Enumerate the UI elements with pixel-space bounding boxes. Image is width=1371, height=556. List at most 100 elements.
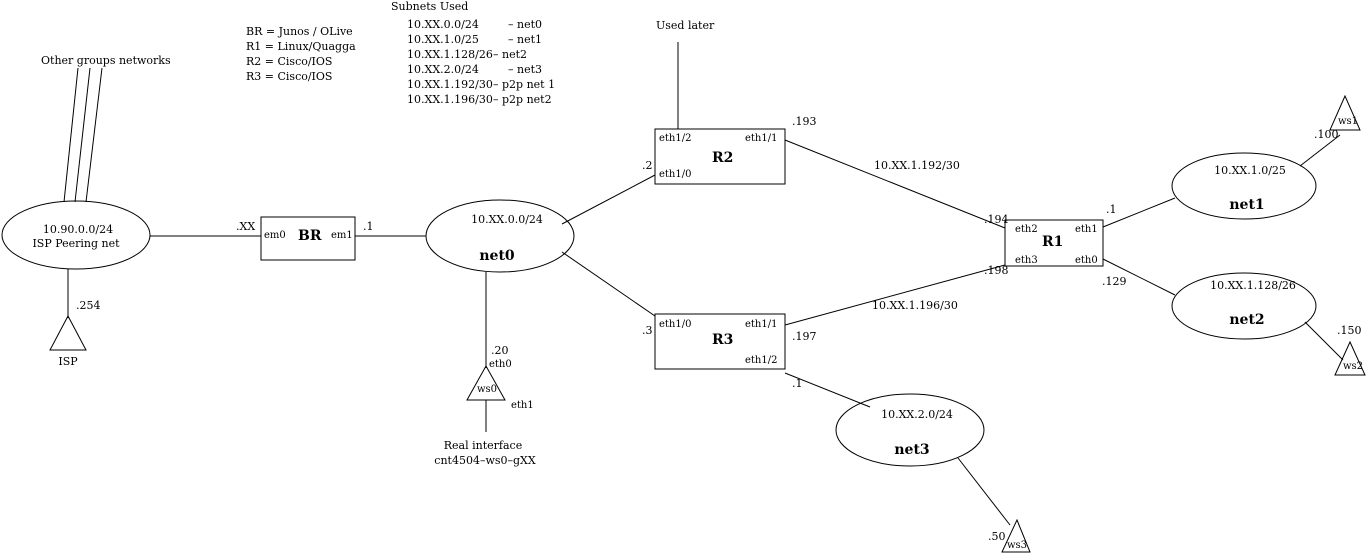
legend-router-line: R3 = Cisco/IOS — [246, 70, 333, 83]
net1-name: net1 — [1229, 197, 1265, 213]
r1-name: R1 — [1042, 234, 1064, 250]
p2p-net1-link — [784, 139, 1006, 229]
subnet-address: 10.XX.1.192/30 — [407, 78, 493, 91]
br-if-left: em0 — [264, 230, 286, 241]
r3-addr-down: .1 — [792, 377, 803, 390]
r2-if-tl: eth1/2 — [659, 133, 692, 144]
r1-addr-tl: .194 — [984, 213, 1009, 226]
net2-subnet: 10.XX.1.128/26 — [1210, 279, 1296, 292]
subnet-label: – p2p net 1 — [493, 78, 556, 91]
net3-subnet: 10.XX.2.0/24 — [881, 408, 953, 421]
r3-if-tl: eth1/0 — [659, 319, 692, 330]
real-interface-name: cnt4504–ws0–gXX — [434, 454, 536, 467]
ws1-name: ws1 — [1337, 116, 1359, 127]
subnet-label: – net1 — [508, 33, 543, 46]
net3-shape — [835, 393, 985, 467]
ws0-if0: eth0 — [489, 359, 512, 370]
r3-if-tr: eth1/1 — [745, 319, 778, 330]
subnet-address: 10.XX.2.0/24 — [407, 63, 479, 76]
uplink-line — [85, 67, 103, 203]
subnet-label: – p2p net2 — [493, 93, 552, 106]
p2p-net2-link — [784, 264, 1006, 326]
subnet-address: 10.XX.0.0/24 — [407, 18, 479, 31]
r1-addr-tr: .1 — [1106, 203, 1117, 216]
ws1-address: .100 — [1314, 128, 1339, 141]
r1-net2-link — [1102, 258, 1176, 296]
isp-label: ISP — [58, 355, 78, 368]
other-groups-label: Other groups networks — [41, 54, 171, 67]
ws3-address: .50 — [988, 530, 1006, 543]
r1-net1-link — [1102, 197, 1176, 228]
r2-if-bl: eth1/0 — [659, 169, 692, 180]
net2-name: net2 — [1229, 312, 1265, 328]
r2-addr-left: .2 — [642, 159, 653, 172]
net1-shape — [1171, 152, 1317, 220]
net2-ws2-link — [1304, 321, 1344, 361]
p2p-net2-subnet: 10.XX.1.196/30 — [872, 299, 958, 312]
subnet-label: – net0 — [508, 18, 543, 31]
subnet-address: 10.XX.1.0/25 — [407, 33, 479, 46]
legend-router-line: BR = Junos / OLive — [246, 25, 353, 38]
subnets-title: Subnets Used — [391, 0, 469, 13]
r2-if-tr: eth1/1 — [745, 133, 778, 144]
r3-name: R3 — [712, 332, 734, 348]
subnet-address: 10.XX.1.128/26 — [407, 48, 493, 61]
isp-address: .254 — [76, 299, 101, 312]
ws3-triangle — [1001, 518, 1031, 553]
real-interface-label: Real interface — [443, 439, 523, 452]
ws0-name: ws0 — [476, 384, 498, 395]
isp-triangle — [49, 314, 87, 351]
br-name: BR — [298, 228, 322, 244]
subnet-address: 10.XX.1.196/30 — [407, 93, 493, 106]
r3-router-box — [654, 313, 786, 370]
r1-if-tl: eth2 — [1015, 224, 1038, 235]
net0-subnet: 10.XX.0.0/24 — [471, 213, 543, 226]
r1-if-br: eth0 — [1075, 255, 1098, 266]
p2p-net1-subnet: 10.XX.1.192/30 — [874, 159, 960, 172]
isp-net-subnet: 10.90.0.0/24 — [42, 223, 114, 236]
br-router-box — [260, 216, 356, 261]
r2-router-box — [654, 128, 786, 185]
net0-r2-link — [561, 174, 656, 225]
ws2-name: ws2 — [1342, 361, 1364, 372]
subnet-label: – net2 — [493, 48, 528, 61]
net1-ws1-link — [1299, 134, 1341, 167]
isp-peering-net-shape — [1, 200, 151, 270]
r1-addr-br: .129 — [1102, 275, 1127, 288]
ws1-triangle — [1329, 94, 1361, 131]
r2-name: R2 — [712, 150, 734, 166]
r3-net3-link — [784, 372, 871, 408]
legend-router-line: R1 = Linux/Quagga — [246, 40, 356, 53]
net1-subnet: 10.XX.1.0/25 — [1214, 164, 1286, 177]
br-if-right: em1 — [331, 230, 353, 241]
net3-ws3-link — [957, 457, 1011, 526]
net3-name: net3 — [894, 442, 930, 458]
r3-addr-right: .197 — [792, 330, 817, 343]
net2-shape — [1171, 272, 1317, 340]
ws0-address: .20 — [491, 344, 509, 357]
ws2-triangle — [1334, 340, 1366, 376]
net0-r3-link — [561, 251, 656, 317]
net0-name: net0 — [479, 248, 515, 264]
uplink-line — [63, 67, 79, 203]
r1-router-box — [1004, 219, 1104, 267]
r3-if-br: eth1/2 — [745, 355, 778, 366]
net0-shape — [425, 199, 575, 273]
r1-addr-bl: .198 — [984, 264, 1009, 277]
subnet-label: – net3 — [508, 63, 543, 76]
r1-if-tr: eth1 — [1075, 224, 1098, 235]
used-later-label: Used later — [656, 19, 715, 32]
ws2-address: .150 — [1337, 324, 1362, 337]
ws3-name: ws3 — [1006, 540, 1028, 551]
br-addr-left: .XX — [236, 220, 256, 233]
isp-net-name: ISP Peering net — [32, 237, 120, 250]
r3-addr-left: .3 — [642, 324, 653, 337]
r1-if-bl: eth3 — [1015, 255, 1038, 266]
legend-router-line: R2 = Cisco/IOS — [246, 55, 333, 68]
ws0-if1: eth1 — [511, 400, 534, 411]
uplink-line — [74, 67, 91, 203]
br-addr-right: .1 — [363, 220, 374, 233]
r2-addr-right: .193 — [792, 115, 817, 128]
